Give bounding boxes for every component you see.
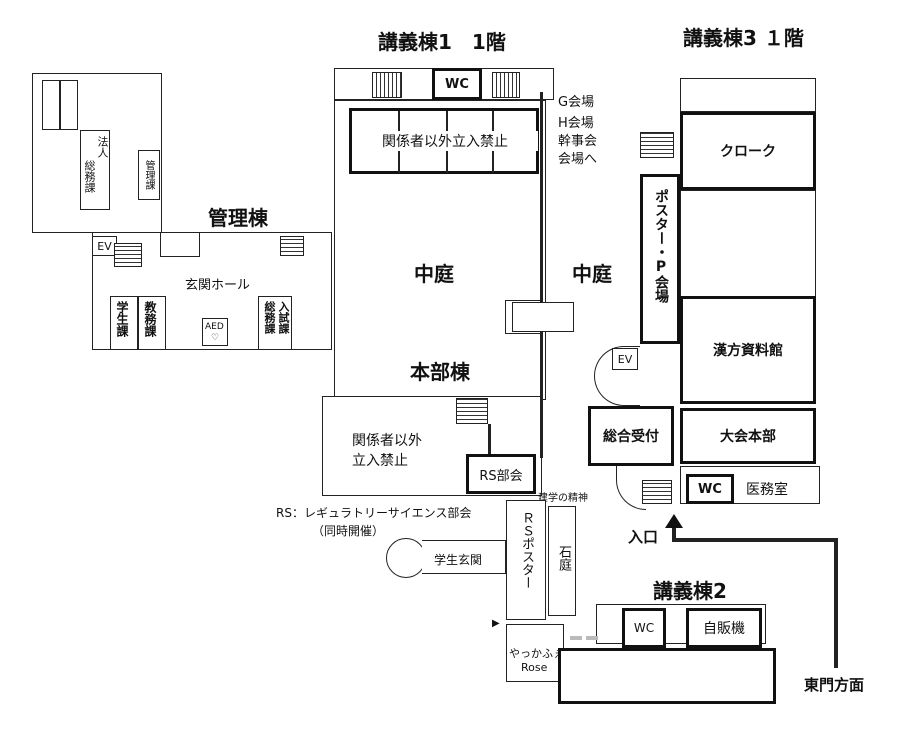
aed-label: AED	[205, 322, 224, 332]
kengaku-label: 建学の精神	[538, 493, 588, 504]
poster-p-box: ポスター・P会場	[640, 174, 680, 344]
gh-label-3: 幹事会	[558, 134, 598, 149]
hojin-soumu-room	[80, 130, 110, 210]
gh-label-4: 会場へ	[558, 152, 598, 167]
yakkafu-cafe: やっかふぇ Rose	[506, 624, 564, 682]
lecture2-title: 講義棟2	[653, 579, 727, 603]
kanpo-box: 漢方資料館	[680, 296, 816, 404]
jihanki-box: 自販機	[686, 608, 762, 648]
admin-room-b	[60, 80, 78, 130]
gh-label-2: H会場	[558, 116, 594, 131]
kyomu-ka-label: 教務課	[143, 301, 157, 337]
gakusei-genkan-label: 学生玄関	[434, 553, 483, 567]
lecture3-curve-bottom	[616, 466, 646, 510]
rs-note-1: RS：レギュラトリーサイエンス部会	[276, 506, 472, 520]
lecture3-stairs-bottom	[642, 480, 672, 504]
lecture1-stairs-left	[372, 72, 402, 98]
rs-bukai-box: RS部会	[466, 454, 536, 494]
lecture3-mid-room	[680, 190, 816, 298]
imushitsu-label: 医務室	[746, 482, 788, 498]
ishiniwa-area: 石庭	[548, 506, 576, 616]
lecture3-curve	[594, 346, 640, 406]
small-arrow-icon: ▶	[492, 618, 500, 629]
kyomu-ka-room: 教務課	[138, 296, 166, 350]
honbu-stairs	[456, 398, 488, 424]
soumu-label: 総務課	[263, 301, 276, 334]
poster-p-label: ポスター・P会場	[653, 189, 669, 303]
wc-right: WC	[686, 474, 734, 504]
admin-stairs	[114, 243, 142, 267]
restricted-bottom-1: 関係者以外	[352, 433, 422, 449]
hojin-soumu-label-1: 法人	[96, 136, 109, 158]
kanri-label: 管理課	[143, 160, 154, 190]
admin-building-title: 管理棟	[208, 206, 268, 230]
ev-left-label: EV	[97, 239, 112, 253]
entrance-arrow-icon	[665, 514, 683, 528]
kanri-room	[138, 150, 160, 200]
gakusei-ka-room: 学生課	[110, 296, 138, 350]
lecture3-title: 講義棟3 １階	[683, 26, 804, 50]
courtyard-left: 中庭	[414, 262, 454, 286]
lecture3-top-room	[680, 78, 816, 112]
rs-poster-label: ＲＳポスター	[519, 511, 534, 589]
courtyard-bridge	[512, 302, 574, 332]
rs-note-2: （同時開催）	[312, 524, 385, 538]
sogo-uketsuke-box: 総合受付	[588, 406, 674, 466]
rose-label: Rose	[521, 661, 548, 674]
genkan-hall-label: 玄関ホール	[185, 278, 251, 293]
gakusei-ka-label: 学生課	[115, 301, 129, 337]
gakusei-genkan-corridor	[422, 540, 506, 574]
restricted-top-label: 関係者以外立入禁止	[352, 131, 538, 151]
courtyard-right: 中庭	[572, 262, 612, 286]
yakkafu-label: やっかふぇ	[509, 647, 564, 660]
admin-stairs-2	[280, 236, 304, 256]
gakusei-genkan-circle	[386, 538, 426, 578]
higashimon-label: 東門方面	[804, 676, 865, 694]
wc-lecture2: WC	[622, 608, 666, 648]
lecture3-stairs-top	[640, 132, 674, 158]
lecture1-stairs-right	[492, 72, 520, 98]
gh-label-1: G会場	[558, 95, 595, 110]
wc-top: WC	[432, 68, 482, 100]
ishiniwa-label: 石庭	[556, 545, 571, 571]
rs-poster-area: ＲＳポスター	[506, 500, 546, 620]
soumu-nyushi-room: 総務課 入試課	[258, 296, 292, 350]
hojin-soumu-label-2: 総務課	[83, 160, 96, 193]
iriguchi-label: 入口	[628, 528, 659, 546]
admin-room-a	[42, 80, 60, 130]
admin-small-room	[160, 232, 200, 257]
honbu-label: 本部棟	[410, 360, 470, 384]
restricted-bottom-2: 立入禁止	[352, 453, 408, 469]
aed-box: AED ♡	[202, 318, 228, 346]
restricted-top-box: 関係者以外立入禁止	[349, 108, 539, 174]
lecture1-title: 講義棟1 1階	[378, 30, 506, 54]
lecture2-main	[558, 648, 776, 704]
cloak-box: クローク	[680, 112, 816, 190]
aed-heart-icon: ♡	[211, 333, 220, 343]
taikai-honbu-box: 大会本部	[680, 408, 816, 464]
nyushi-label: 入試課	[277, 301, 290, 334]
